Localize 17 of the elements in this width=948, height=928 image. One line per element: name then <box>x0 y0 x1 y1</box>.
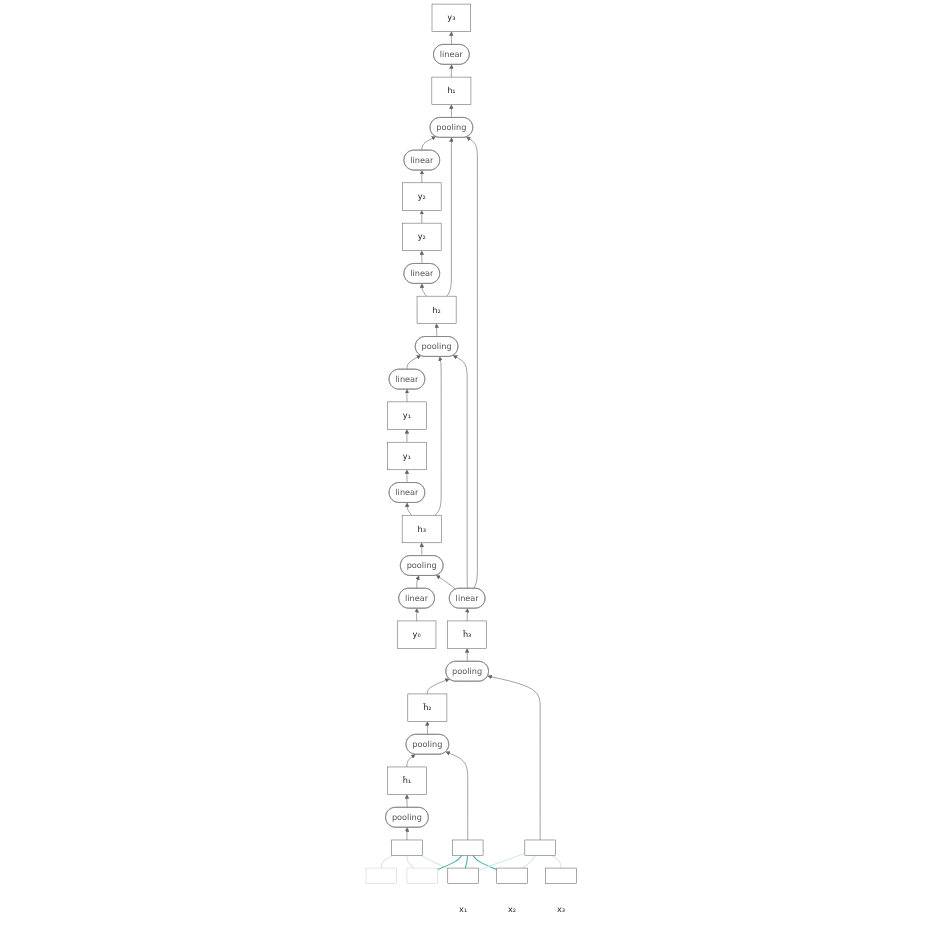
node-box <box>392 839 424 856</box>
connector <box>522 854 537 869</box>
node-box <box>366 867 398 884</box>
connector <box>551 854 563 869</box>
node-box <box>546 867 578 884</box>
node-box <box>525 839 557 856</box>
node-box <box>452 839 485 856</box>
connector <box>465 854 469 869</box>
connector <box>421 854 450 870</box>
connector <box>473 854 498 871</box>
node-box <box>497 867 529 884</box>
connector <box>407 854 416 869</box>
node-box <box>448 867 480 884</box>
connector <box>478 852 527 871</box>
node-box <box>407 867 439 884</box>
connector <box>437 854 464 871</box>
connector <box>381 854 395 869</box>
